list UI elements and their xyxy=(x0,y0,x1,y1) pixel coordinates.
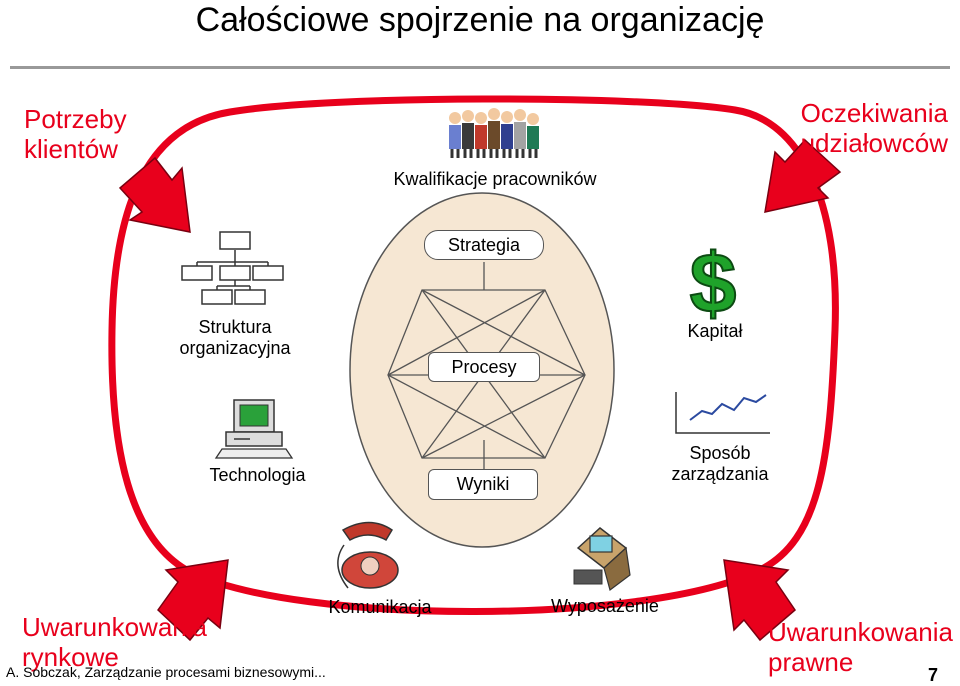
label-org-structure: Struktura organizacyjna xyxy=(179,317,291,358)
title-divider xyxy=(10,66,950,69)
strategy-box: Strategia xyxy=(424,230,544,260)
desk-equipment-icon xyxy=(573,527,631,592)
label-employee-qualifications: Kwalifikacje pracowników xyxy=(393,169,597,189)
arrow-top-right-icon xyxy=(764,138,842,213)
label-market-conditions: Uwarunkowania rynkowe xyxy=(22,612,207,672)
label-equipment: Wyposażenie xyxy=(551,596,659,616)
arrow-bottom-right-icon xyxy=(723,559,796,642)
arrow-bottom-left-icon xyxy=(157,559,229,642)
dollar-icon: $ xyxy=(689,235,738,331)
label-shareholder-expectations: Oczekiwania udziałowców xyxy=(800,98,948,158)
org-chart-icon xyxy=(181,231,284,305)
label-capital: Kapitał xyxy=(687,321,743,341)
people-group-icon xyxy=(449,108,539,158)
arrow-top-left-icon xyxy=(118,156,191,233)
svg-text:$: $ xyxy=(690,236,737,330)
results-box: Wyniki xyxy=(428,469,538,500)
trend-chart-icon xyxy=(675,392,770,434)
label-legal-conditions: Uwarunkowania prawne xyxy=(768,617,953,677)
label-customer-needs: Potrzeby klientów xyxy=(24,104,127,164)
label-management-method: Sposób zarządzania xyxy=(671,443,769,484)
label-communication: Komunikacja xyxy=(328,597,432,617)
page-title: Całościowe spojrzenie na organizację xyxy=(195,1,765,39)
label-technology: Technologia xyxy=(209,465,306,485)
processes-box: Procesy xyxy=(428,352,540,382)
footer-author: A. Sobczak, Zarządzanie procesami biznes… xyxy=(6,664,326,680)
page-number: 7 xyxy=(928,665,939,685)
telephone-icon xyxy=(337,521,399,589)
computer-icon xyxy=(214,399,294,459)
